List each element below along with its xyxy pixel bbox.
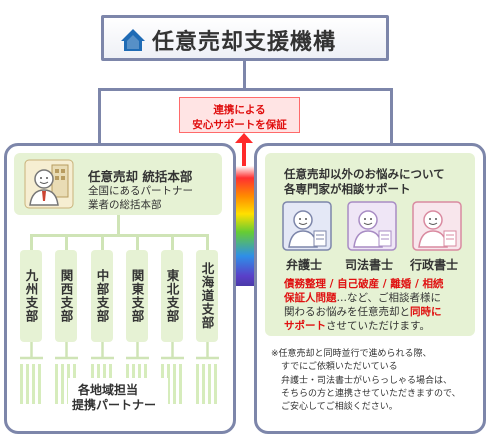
tree-connector [206, 234, 209, 250]
connector-line [390, 88, 393, 144]
headquarters-description-2: 業者の総括本部 [88, 199, 162, 211]
footnote-line-5: ご安心してご相談ください。 [281, 402, 398, 413]
judicial-scrivener-icon [347, 201, 397, 251]
branch-chubu: 中部支部 [91, 250, 113, 342]
problems-description: 債務整理 / 自己破産 / 離婚 / 相続 保証人問題…など、ご相談者様に 関わ… [284, 277, 470, 333]
footnote-line-1: ※任意売却と同時並行で進められる際、 [271, 349, 432, 359]
administrative-scrivener-icon [412, 201, 462, 251]
tree-connector [171, 234, 174, 250]
partners-label-1: 各地域担当 [78, 383, 139, 397]
lawyer-label: 弁護士 [286, 258, 323, 272]
problems-highlight-3: 同時に [410, 306, 442, 318]
footnote-line-4: そちらの方と連携させていただきますので、 [281, 388, 461, 399]
house-logo-icon [121, 29, 145, 51]
branch-hokkaido: 北海道支部 [196, 250, 218, 342]
branch-kansai: 関西支部 [55, 250, 77, 342]
consult-title-2: 各専門家が相談サポート [284, 182, 411, 196]
connector-line [243, 61, 246, 89]
partners-label-2: 提携パートナー [72, 398, 157, 412]
consult-title-1: 任意売却以外のお悩みについて [284, 167, 445, 181]
tree-connector [117, 215, 120, 235]
title-box [101, 15, 389, 61]
connector-line [98, 88, 101, 144]
guarantee-line-1: 連携による [213, 104, 266, 116]
footnote-line-2: すでにご依頼いただいている [281, 362, 398, 373]
page-title: 任意売却支援機構 [152, 30, 337, 55]
partners-label-backdrop [68, 378, 168, 414]
connector-line [98, 88, 393, 91]
branch-kanto: 関東支部 [126, 250, 148, 342]
lawyer-icon [282, 201, 332, 251]
problems-text-3: させていただけます。 [326, 320, 430, 332]
problems-highlight-2: 保証人問題 [284, 292, 337, 304]
administrative-scrivener-label: 行政書士 [410, 258, 459, 272]
problems-text-1: …など、ご相談者様に [336, 292, 441, 304]
guarantee-line-2: 安心サポートを保証 [192, 119, 287, 131]
problems-text-2: 関わるお悩みを任意売却と [284, 306, 410, 318]
problems-highlight-4: サポート [284, 320, 326, 332]
tree-connector [136, 234, 139, 250]
branch-kyushu: 九州支部 [20, 250, 42, 342]
judicial-scrivener-label: 司法書士 [345, 258, 394, 272]
footnote: ※任意売却と同時並行で進められる際、 すでにご依頼いただいている 弁護士・司法書… [271, 348, 481, 414]
office-staff-icon [24, 159, 74, 209]
problems-highlight-1: 債務整理 / 自己破産 / 離婚 / 相続 [284, 278, 444, 290]
tree-connector [65, 234, 68, 250]
tree-connector [30, 234, 33, 250]
guarantee-callout: 連携による 安心サポートを保証 [179, 97, 300, 133]
headquarters-name: 任意売却 統括本部 [88, 169, 193, 184]
headquarters-description-1: 全国にあるパートナー [88, 185, 193, 197]
footnote-line-3: 弁護士・司法書士がいらっしゃる場合は、 [281, 375, 453, 386]
branch-tohoku: 東北支部 [161, 250, 183, 342]
tree-connector [101, 234, 104, 250]
tree-connector [31, 234, 209, 237]
rainbow-connector [234, 166, 254, 286]
